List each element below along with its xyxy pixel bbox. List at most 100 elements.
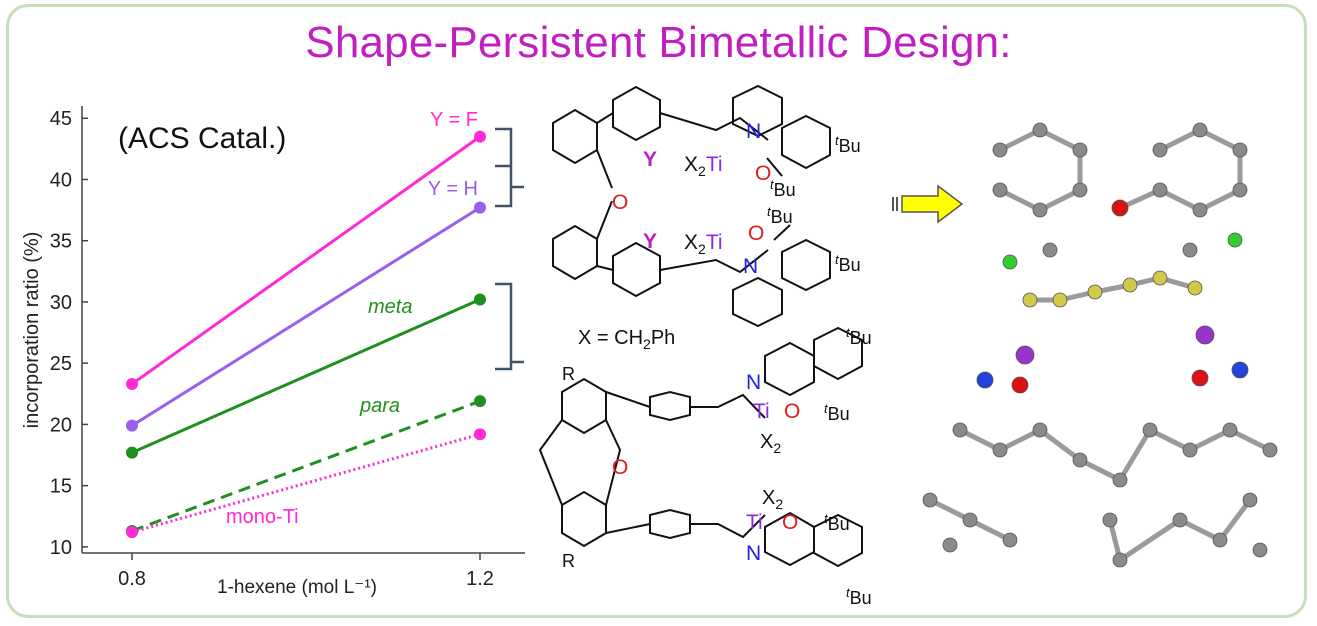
model-bond <box>1117 428 1153 482</box>
model-atom <box>1172 512 1188 528</box>
series-line-0 <box>131 135 481 386</box>
tbu-1: tBu <box>835 133 861 156</box>
model-atom <box>1032 422 1048 438</box>
label-y-h: Y = H <box>428 178 478 200</box>
y-tick-label: 10 <box>50 537 72 559</box>
series-group <box>126 130 486 539</box>
label-y-f: Y = F <box>430 109 478 131</box>
atom-o-bridge: O <box>612 191 628 214</box>
crystal-structure-model <box>922 122 1278 568</box>
model-atom <box>1182 242 1198 258</box>
atom-x2ti-1: X2Ti <box>684 153 723 179</box>
model-atom <box>952 422 968 438</box>
data-point-4-0 <box>126 526 138 539</box>
atom-y-2: Y <box>643 230 657 253</box>
model-atom <box>1232 182 1248 198</box>
x-axis-label: 1-hexene (mol L⁻¹) <box>217 577 377 598</box>
model-atom <box>1072 142 1088 158</box>
model-atom <box>1102 512 1118 528</box>
model-atom <box>922 492 938 508</box>
model-bond <box>928 497 972 523</box>
atom-x2-3: X2 <box>760 431 781 456</box>
y-tick-label: 30 <box>50 292 72 314</box>
model-atom <box>1111 199 1129 217</box>
y-tick-label: 35 <box>50 231 72 253</box>
model-atom <box>942 537 958 553</box>
model-atom <box>1022 292 1038 308</box>
tbu-4: tBu <box>835 252 861 275</box>
model-atom <box>1195 325 1215 345</box>
model-atom <box>1032 122 1048 138</box>
y-tick-label: 45 <box>50 108 72 130</box>
label-meta: meta <box>368 296 412 318</box>
tbu-6: tBu <box>824 401 850 424</box>
tbu-7: tBu <box>824 511 850 534</box>
data-point-0-0 <box>126 377 138 390</box>
y-tick-label: 40 <box>50 169 72 191</box>
y-axis-label: incorporation ratio (%) <box>21 232 43 429</box>
atom-n-4: N <box>746 542 761 565</box>
atom-o-3: O <box>784 400 800 423</box>
model-bond <box>998 187 1042 213</box>
model-atom <box>1252 542 1268 558</box>
figure-title: Shape-Persistent Bimetallic Design: <box>305 18 1012 67</box>
structure-atom-labels: N X2Ti O O Y Y X2Ti O N tBu tBu tBu tBu … <box>562 120 872 608</box>
journal-note: (ACS Catal.) <box>118 122 286 155</box>
label-mono-ti: mono-Ti <box>226 506 299 528</box>
tbu-2: tBu <box>770 177 796 200</box>
atom-o-2: O <box>748 222 764 245</box>
model-atom <box>1232 142 1248 158</box>
tbu-5: tBu <box>846 325 872 348</box>
model-bond <box>1038 187 1082 213</box>
model-atom <box>1002 254 1018 270</box>
model-atom <box>1015 345 1035 365</box>
data-point-2-0 <box>126 446 138 459</box>
model-atom <box>992 142 1008 158</box>
model-atom <box>1072 182 1088 198</box>
model-atom <box>1227 232 1243 248</box>
model-atom <box>992 182 1008 198</box>
model-atom <box>992 442 1008 458</box>
atom-o-xanthene: O <box>612 456 628 479</box>
model-atom <box>1002 532 1018 548</box>
model-atom <box>1112 552 1128 568</box>
model-bond <box>1078 457 1122 483</box>
model-atom <box>1152 182 1168 198</box>
model-atom <box>1122 277 1138 293</box>
model-atom <box>1191 369 1209 387</box>
y-tick-label: 25 <box>50 353 72 375</box>
model-atom <box>1032 202 1048 218</box>
model-bond <box>968 517 1012 543</box>
series-line-2 <box>131 298 481 454</box>
model-bond <box>958 427 1002 453</box>
model-atom <box>1142 422 1158 438</box>
model-bond <box>1038 428 1082 462</box>
atom-x2-4: X2 <box>762 487 783 512</box>
model-atom <box>1231 361 1249 379</box>
label-para: para <box>359 395 400 417</box>
tbu-8: tBu <box>846 585 872 608</box>
atom-o-4: O <box>782 511 798 534</box>
model-atom <box>1072 452 1088 468</box>
atom-ti-4: Ti <box>746 511 763 534</box>
atom-ti-3: Ti <box>753 400 770 423</box>
model-atom <box>1262 442 1278 458</box>
model-bond <box>1218 498 1252 542</box>
data-point-0-1 <box>474 130 486 143</box>
bracket-top <box>495 127 524 208</box>
y-tick-label: 15 <box>50 476 72 498</box>
atom-n-3: N <box>746 371 761 394</box>
data-point-4-1 <box>474 428 486 441</box>
series-line-4 <box>131 432 481 534</box>
x-tick-label: 1.2 <box>466 568 494 590</box>
atom-r-2: R <box>562 551 575 571</box>
atom-n-1: N <box>746 120 761 143</box>
model-bond <box>1198 127 1242 153</box>
model-bond <box>1148 427 1192 453</box>
series-line-3 <box>131 399 481 533</box>
model-bond <box>998 427 1042 453</box>
